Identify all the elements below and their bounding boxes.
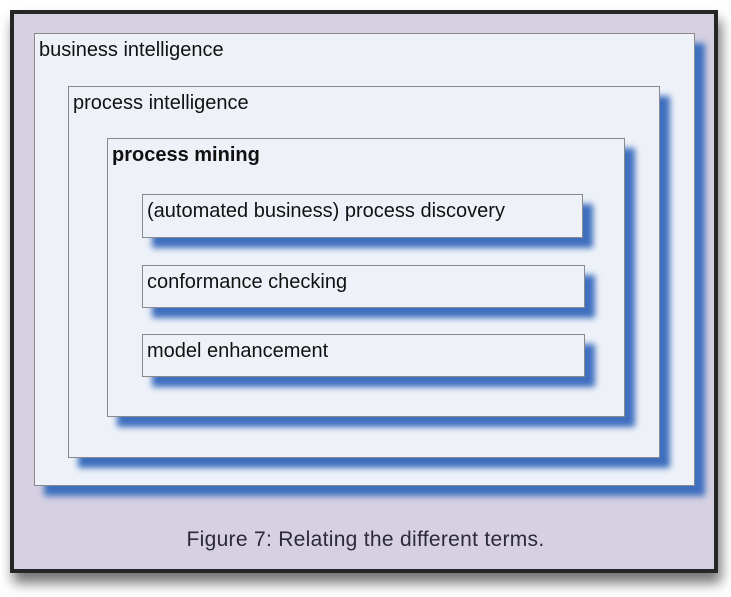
conformance-checking-label: conformance checking [147, 271, 348, 293]
model-enhancement-box: model enhancement [142, 334, 585, 377]
process-mining-label: process mining [112, 144, 260, 166]
process-discovery-box: (automated business) process discovery [142, 194, 583, 238]
conformance-checking-box: conformance checking [142, 265, 585, 308]
figure-caption: Figure 7: Relating the different terms. [186, 528, 545, 551]
process-discovery-label: (automated business) process discovery [147, 200, 505, 222]
business-intelligence-label: business intelligence [39, 39, 224, 61]
model-enhancement-label: model enhancement [147, 340, 329, 362]
process-intelligence-label: process intelligence [73, 92, 249, 114]
